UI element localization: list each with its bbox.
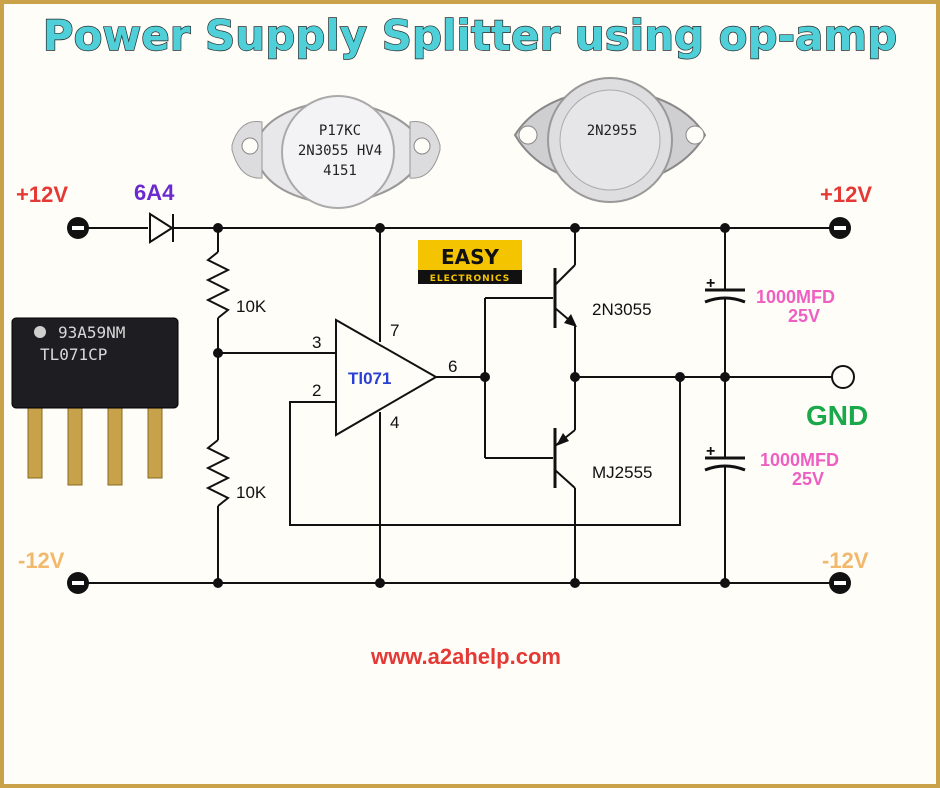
label-c2-value: 1000MFD <box>760 450 839 470</box>
transistor-photo-2n2955: 2N2955 <box>513 77 707 203</box>
label-c1-value: 1000MFD <box>756 287 835 307</box>
resistor-r2 <box>205 439 231 507</box>
opamp-symbol <box>335 318 439 437</box>
terminal-gnd <box>831 365 855 389</box>
label-out-pos: +12V <box>820 182 872 207</box>
chip-line2: TL071CP <box>40 345 107 364</box>
can1-line3: 4151 <box>323 163 357 179</box>
label-r2: 10K <box>236 483 267 502</box>
terminal-in-pos <box>67 217 89 239</box>
label-c2-voltage: 25V <box>792 469 824 489</box>
badge-main: EASY <box>441 245 500 269</box>
can2-line1: 2N2955 <box>587 123 638 139</box>
label-c1-voltage: 25V <box>788 306 820 326</box>
label-q2: MJ2555 <box>592 463 652 482</box>
pin-7: 7 <box>390 321 399 340</box>
terminal-out-neg <box>829 572 851 594</box>
svg-text:+: + <box>706 443 715 460</box>
pin-4: 4 <box>390 413 399 432</box>
label-out-neg: -12V <box>822 548 869 573</box>
transistor-photo-2n3055: P17KC 2N3055 HV4 4151 <box>231 95 441 209</box>
npn-transistor-symbol <box>553 228 577 430</box>
pnp-transistor-symbol <box>553 428 576 583</box>
opamp-chip-photo: 93A59NM TL071CP <box>11 317 179 486</box>
easy-electronics-badge: EASY ELECTRONICS <box>418 240 522 284</box>
pin-3: 3 <box>312 333 321 352</box>
feedback-wire <box>289 377 681 526</box>
terminal-in-neg <box>67 572 89 594</box>
label-gnd: GND <box>806 400 868 431</box>
svg-text:+: + <box>706 275 715 292</box>
can1-line2: 2N3055 HV4 <box>298 143 382 159</box>
resistor-r1 <box>205 251 231 319</box>
label-diode: 6A4 <box>134 180 175 205</box>
label-q1: 2N3055 <box>592 300 652 319</box>
label-in-pos: +12V <box>16 182 68 207</box>
terminal-out-pos <box>829 217 851 239</box>
page-title: Power Supply Splitter using op-amp <box>43 11 897 60</box>
can1-line1: P17KC <box>319 123 361 139</box>
chip-line1: 93A59NM <box>58 323 125 342</box>
label-r1: 10K <box>236 297 267 316</box>
junction-dots <box>213 223 730 588</box>
badge-sub: ELECTRONICS <box>430 274 511 284</box>
diode-symbol <box>148 212 174 244</box>
label-opamp: Tl071 <box>348 369 391 388</box>
website-url: www.a2ahelp.com <box>370 644 561 669</box>
pin-2: 2 <box>312 381 321 400</box>
pin-6: 6 <box>448 357 457 376</box>
label-in-neg: -12V <box>18 548 65 573</box>
